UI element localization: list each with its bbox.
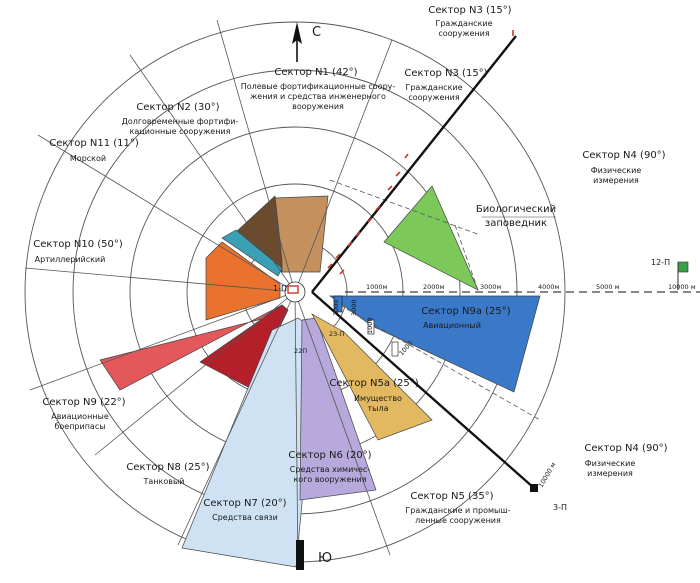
point-12p-label: 12-П bbox=[651, 258, 670, 267]
label-sector-3b: Сектор N3 (15°) Гражданские сооружения bbox=[404, 68, 487, 102]
svg-text:вооружения: вооружения bbox=[292, 102, 344, 111]
svg-text:измерения: измерения bbox=[587, 469, 633, 478]
label-sector-5: Сектор N5 (35°) Гражданские и промыш- ле… bbox=[405, 491, 510, 525]
distance-3000: 3000м bbox=[480, 283, 502, 291]
svg-text:Сектор N4 (90°): Сектор N4 (90°) bbox=[582, 150, 665, 161]
svg-text:Сектор N3 (15°): Сектор N3 (15°) bbox=[404, 68, 487, 79]
svg-text:Сектор N8 (25°): Сектор N8 (25°) bbox=[126, 462, 209, 473]
distance-5000: 5000 м bbox=[596, 283, 620, 291]
label-sector-2: Сектор N2 (30°) Долговременные фортифи- … bbox=[122, 102, 239, 136]
sector-labels: Сектор N1 (42°) Полевые фортификационные… bbox=[33, 5, 667, 525]
svg-text:Танковый: Танковый bbox=[143, 477, 185, 486]
distance-1000: 1000м bbox=[366, 283, 388, 291]
svg-text:Сектор N9a (25°): Сектор N9a (25°) bbox=[421, 306, 510, 317]
point-3p: 3-П bbox=[530, 484, 567, 512]
label-sector-1: Сектор N1 (42°) Полевые фортификационные… bbox=[241, 67, 396, 111]
svg-text:Авиационный: Авиационный bbox=[423, 321, 481, 330]
svg-text:Средства химичес-: Средства химичес- bbox=[290, 465, 371, 474]
label-sector-10: Сектор N10 (50°) Артиллерийский bbox=[33, 239, 123, 264]
point-22p-label: 22П bbox=[294, 347, 307, 355]
svg-text:Биологический: Биологический bbox=[476, 204, 556, 215]
mark-2000: 2000 bbox=[332, 299, 340, 316]
svg-text:Сектор N6 (20°): Сектор N6 (20°) bbox=[288, 450, 371, 461]
point-1p-label: 1-П bbox=[273, 284, 287, 293]
label-sector-5a: Сектор N5a (25°) Имущество тыла bbox=[329, 378, 418, 413]
label-sector-3a: Сектор N3 (15°) Гражданские сооружения bbox=[428, 5, 511, 38]
mark-3000: 3000 bbox=[350, 299, 358, 316]
svg-text:боеприпасы: боеприпасы bbox=[54, 422, 105, 431]
mark-1000a: 1000 bbox=[366, 317, 374, 334]
sector-rays bbox=[24, 19, 541, 566]
svg-text:Гражданские: Гражданские bbox=[435, 19, 492, 28]
svg-text:Сектор N7 (20°): Сектор N7 (20°) bbox=[203, 498, 286, 509]
svg-text:Физические: Физические bbox=[591, 166, 642, 175]
north-arrow: С bbox=[292, 22, 321, 62]
svg-text:Физические: Физические bbox=[585, 459, 636, 468]
svg-text:Гражданские: Гражданские bbox=[405, 83, 462, 92]
svg-text:Сектор N10 (50°): Сектор N10 (50°) bbox=[33, 239, 123, 250]
label-sector-7: Сектор N7 (20°) Средства связи bbox=[203, 498, 286, 522]
wedge-sector-9a bbox=[328, 295, 541, 393]
svg-text:тыла: тыла bbox=[368, 404, 389, 413]
svg-text:кационные сооружения: кационные сооружения bbox=[130, 127, 231, 136]
svg-text:Сектор N3 (15°): Сектор N3 (15°) bbox=[428, 5, 511, 16]
svg-text:Имущество: Имущество bbox=[354, 394, 402, 403]
wedge-sector-1 bbox=[274, 195, 329, 273]
svg-text:Гражданские и промыш-: Гражданские и промыш- bbox=[405, 506, 510, 515]
label-sector-6: Сектор N6 (20°) Средства химичес- кого в… bbox=[288, 450, 371, 484]
svg-text:Сектор N9 (22°): Сектор N9 (22°) bbox=[42, 397, 125, 408]
distance-10000-se: 10000 м bbox=[537, 461, 558, 489]
svg-text:Артиллерийский: Артиллерийский bbox=[35, 255, 106, 264]
sector-wedges bbox=[99, 185, 541, 568]
svg-text:Сектор N1 (42°): Сектор N1 (42°) bbox=[274, 67, 357, 78]
north-label: С bbox=[312, 25, 321, 40]
label-sector-11: Сектор N11 (11°) Морской bbox=[49, 138, 139, 163]
south-label: Ю bbox=[318, 551, 332, 566]
center-point: 1-П bbox=[273, 281, 306, 303]
svg-text:Морской: Морской bbox=[70, 154, 106, 163]
svg-text:Сектор N4 (90°): Сектор N4 (90°) bbox=[584, 443, 667, 454]
range-line-se bbox=[311, 291, 535, 489]
label-sector-8: Сектор N8 (25°) Танковый bbox=[126, 462, 209, 486]
red-markers bbox=[327, 30, 514, 275]
label-sector-4a: Сектор N4 (90°) Физические измерения bbox=[582, 150, 665, 185]
inner-markers: 22П 23-П bbox=[294, 295, 399, 357]
label-biological-reserve: Биологический заповедник bbox=[476, 204, 556, 229]
range-lines bbox=[311, 35, 700, 489]
distance-2000: 2000м bbox=[423, 283, 445, 291]
label-sector-4b: Сектор N4 (90°) Физические измерения bbox=[584, 443, 667, 478]
svg-text:Сектор N2 (30°): Сектор N2 (30°) bbox=[136, 102, 219, 113]
distance-4000: 4000м bbox=[538, 283, 560, 291]
svg-text:жения и средства инженерного: жения и средства инженерного bbox=[250, 92, 386, 101]
wedge-sector-6 bbox=[299, 317, 377, 501]
svg-text:сооружения: сооружения bbox=[408, 93, 460, 102]
svg-text:кого вооружения: кого вооружения bbox=[293, 475, 366, 484]
svg-text:Авиационные: Авиационные bbox=[51, 412, 109, 421]
wedge-sector-11 bbox=[221, 229, 283, 277]
svg-text:Сектор N5 (35°): Сектор N5 (35°) bbox=[410, 491, 493, 502]
svg-text:заповедник: заповедник bbox=[485, 218, 547, 229]
point-23p-label: 23-П bbox=[329, 330, 345, 338]
point-12p: 12-П bbox=[651, 258, 689, 290]
label-sector-9a: Сектор N9a (25°) Авиационный bbox=[421, 306, 510, 330]
svg-text:измерения: измерения bbox=[593, 176, 639, 185]
svg-text:Долговременные фортифи-: Долговременные фортифи- bbox=[122, 117, 239, 126]
wedge-sector-10 bbox=[205, 241, 281, 321]
range-line-ne bbox=[311, 35, 517, 293]
svg-text:Средства связи: Средства связи bbox=[212, 513, 278, 522]
point-3p-label: 3-П bbox=[553, 503, 567, 512]
wedge-sector-5a bbox=[311, 313, 433, 441]
label-sector-9: Сектор N9 (22°) Авиационные боеприпасы bbox=[42, 397, 125, 431]
wedge-biological-reserve bbox=[383, 185, 479, 291]
south-arrow: Ю bbox=[296, 540, 332, 570]
svg-text:Полевые фортификационные соору: Полевые фортификационные соору- bbox=[241, 82, 396, 91]
distance-10000-east: 10000 м bbox=[668, 283, 696, 291]
svg-text:сооружения: сооружения bbox=[438, 29, 490, 38]
svg-text:ленные сооружения: ленные сооружения bbox=[415, 516, 501, 525]
svg-text:Сектор N11 (11°): Сектор N11 (11°) bbox=[49, 138, 139, 149]
svg-text:Сектор N5a (25°): Сектор N5a (25°) bbox=[329, 378, 418, 389]
